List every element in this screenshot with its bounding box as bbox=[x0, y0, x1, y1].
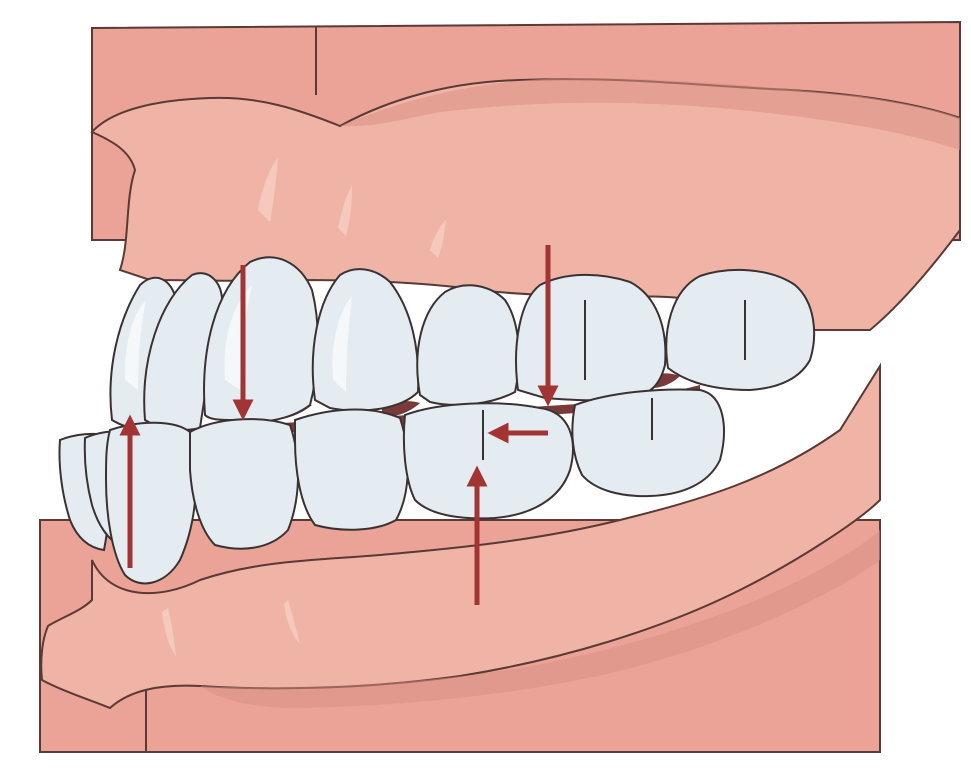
lower-tooth-premolar-1 bbox=[190, 419, 298, 549]
upper-tooth-premolar-1 bbox=[313, 269, 419, 410]
upper-tooth-canine bbox=[204, 257, 318, 422]
upper-tooth-molar-2 bbox=[666, 270, 814, 390]
lower-tooth-molar-2 bbox=[572, 390, 724, 497]
upper-jaw bbox=[92, 22, 960, 330]
lower-tooth-premolar-2 bbox=[295, 410, 408, 530]
lower-tooth-molar-1 bbox=[404, 403, 573, 518]
upper-tooth-premolar-2 bbox=[417, 285, 519, 405]
upper-tooth-molar-1 bbox=[516, 275, 665, 400]
